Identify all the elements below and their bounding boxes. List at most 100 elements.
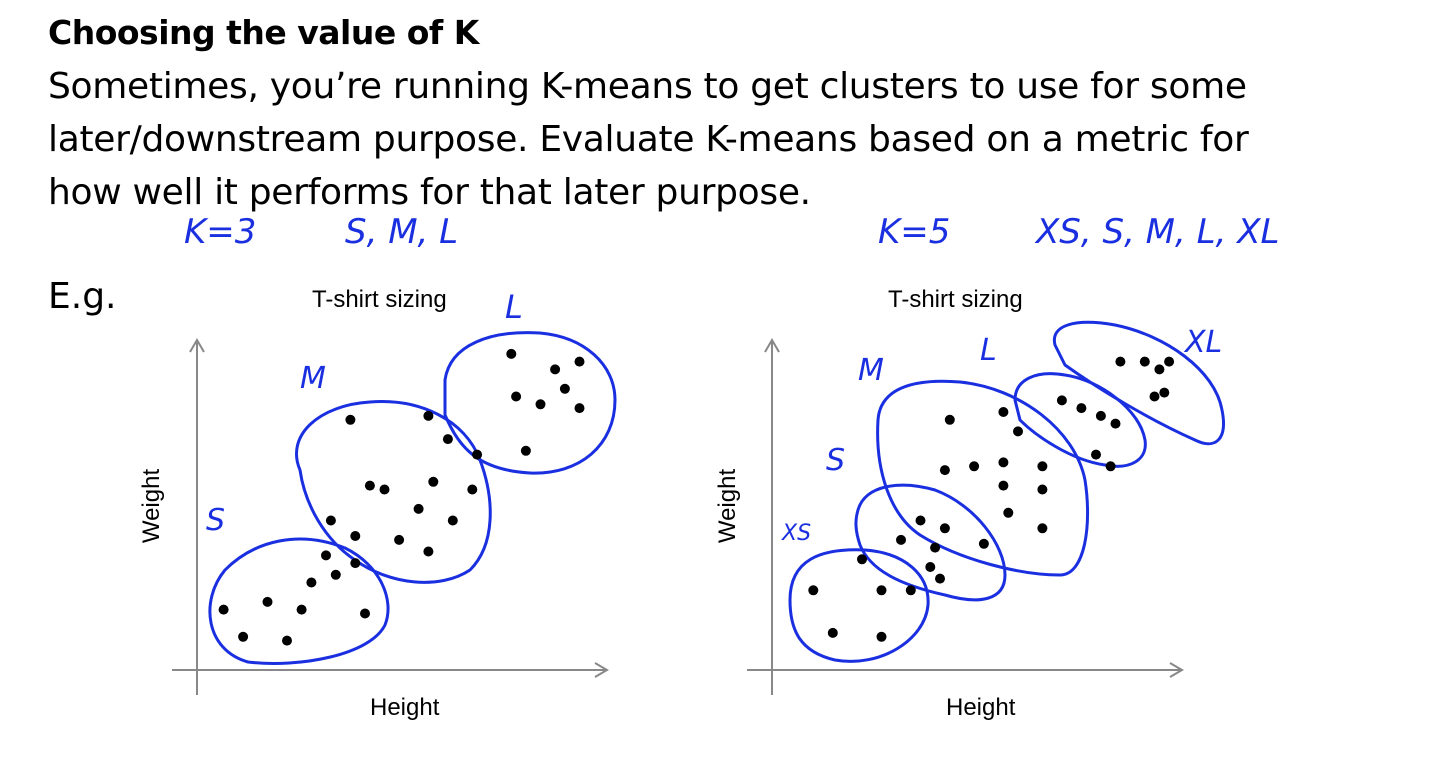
- data-point-xs: [857, 554, 867, 565]
- data-point-m: [379, 484, 390, 495]
- cluster-label-l: L: [980, 333, 997, 368]
- annotation-left-k: K=3: [184, 212, 257, 252]
- cluster-label-m: M: [300, 361, 326, 396]
- cluster-label-xs: XS: [781, 521, 811, 546]
- data-point-m: [969, 461, 980, 472]
- y-axis-arrow-icon: [189, 338, 205, 353]
- chart-title-right: T-shirt sizing: [888, 286, 1023, 313]
- data-point-l: [574, 403, 585, 414]
- data-point-l: [511, 391, 522, 402]
- data-point-s: [321, 550, 331, 561]
- data-point-xl: [1149, 391, 1160, 402]
- data-point-s: [930, 542, 941, 553]
- data-point-m: [998, 480, 1009, 491]
- data-point-m: [423, 410, 434, 421]
- cluster-outline-l: [1013, 372, 1147, 468]
- x-axis-label-left: Height: [370, 694, 440, 721]
- data-point-m: [423, 546, 434, 557]
- body-line: Sometimes, you’re running K-means to get…: [48, 66, 1247, 107]
- cluster-label-s: S: [826, 443, 845, 478]
- data-point-m: [364, 480, 375, 491]
- data-point-m: [325, 515, 336, 526]
- x-axis-arrow-icon: [594, 662, 609, 678]
- cluster-outline-s: [854, 483, 1007, 602]
- data-point-s: [978, 538, 989, 549]
- annotation-right-k: K=5: [878, 212, 951, 252]
- data-point-m: [350, 531, 361, 541]
- data-point-xl: [1159, 387, 1170, 398]
- data-point-m: [394, 534, 405, 545]
- data-point-l: [1091, 449, 1101, 460]
- cluster-outline-m: [295, 400, 492, 584]
- data-point-s: [896, 534, 906, 545]
- data-point-l: [559, 383, 570, 394]
- data-point-l: [1056, 395, 1067, 406]
- data-point-l: [574, 356, 585, 367]
- data-point-l: [520, 445, 531, 456]
- data-point-m: [472, 449, 483, 460]
- data-point-xs: [876, 631, 887, 642]
- data-point-l: [550, 364, 561, 375]
- data-point-m: [1037, 461, 1048, 472]
- cluster-outline-l: [443, 331, 617, 475]
- cluster-label-l: L: [505, 288, 523, 326]
- data-point-xl: [1139, 356, 1150, 367]
- annotation-right-sizes: XS, S, M, L, XL: [1036, 212, 1280, 252]
- example-label: E.g.: [48, 276, 117, 317]
- data-point-m: [1003, 507, 1014, 518]
- chart-title-left: T-shirt sizing: [312, 286, 447, 313]
- annotation-left-sizes: S, M, L: [345, 212, 459, 252]
- slide-title: Choosing the value of K: [48, 13, 479, 52]
- cluster-label-xl: XL: [1183, 325, 1222, 360]
- data-point-s: [935, 573, 945, 584]
- data-point-l: [1076, 403, 1087, 414]
- data-point-m: [1037, 523, 1048, 534]
- data-point-s: [262, 596, 273, 607]
- data-point-s: [915, 515, 926, 526]
- cluster-label-s: S: [206, 503, 225, 538]
- data-point-l: [1095, 410, 1106, 421]
- cluster-outline-m: [876, 379, 1090, 577]
- cluster-outline-xs: [788, 548, 930, 663]
- data-point-xl: [1154, 364, 1165, 375]
- data-point-xl: [1115, 356, 1126, 367]
- data-point-s: [330, 569, 341, 580]
- data-point-l: [1105, 461, 1116, 472]
- data-point-s: [282, 635, 292, 646]
- data-point-s: [350, 558, 361, 569]
- data-point-l: [1110, 418, 1121, 429]
- data-point-m: [1037, 484, 1048, 495]
- data-point-l: [535, 399, 546, 410]
- data-point-s: [939, 523, 950, 534]
- data-point-xs: [905, 585, 916, 596]
- body-line: later/downstream purpose. Evaluate K-mea…: [48, 119, 1249, 160]
- data-point-m: [944, 414, 955, 425]
- data-point-xs: [808, 585, 819, 596]
- cluster-outline-s: [208, 537, 390, 665]
- data-point-s: [238, 631, 249, 642]
- data-point-xl: [1164, 356, 1175, 367]
- data-point-s: [296, 604, 307, 615]
- data-point-s: [218, 604, 229, 615]
- data-point-m: [447, 515, 458, 526]
- data-point-s: [360, 608, 370, 619]
- body-line: how well it performs for that later purp…: [48, 172, 811, 213]
- data-point-m: [428, 476, 439, 487]
- data-point-m: [998, 407, 1009, 417]
- data-point-m: [939, 465, 950, 476]
- data-point-m: [413, 503, 424, 514]
- slide-body: Sometimes, you’re running K-means to get…: [48, 60, 1249, 219]
- data-point-l: [506, 348, 517, 359]
- data-point-m: [345, 414, 356, 425]
- data-point-m: [998, 457, 1009, 468]
- data-point-s: [306, 577, 317, 588]
- data-point-m: [467, 484, 478, 495]
- data-point-xs: [827, 627, 838, 638]
- data-point-xs: [876, 585, 887, 596]
- data-point-m: [1013, 426, 1023, 437]
- data-point-s: [925, 562, 936, 572]
- data-point-m: [442, 434, 453, 445]
- x-axis-arrow-icon: [1169, 662, 1184, 678]
- cluster-outline-xl: [1052, 320, 1225, 446]
